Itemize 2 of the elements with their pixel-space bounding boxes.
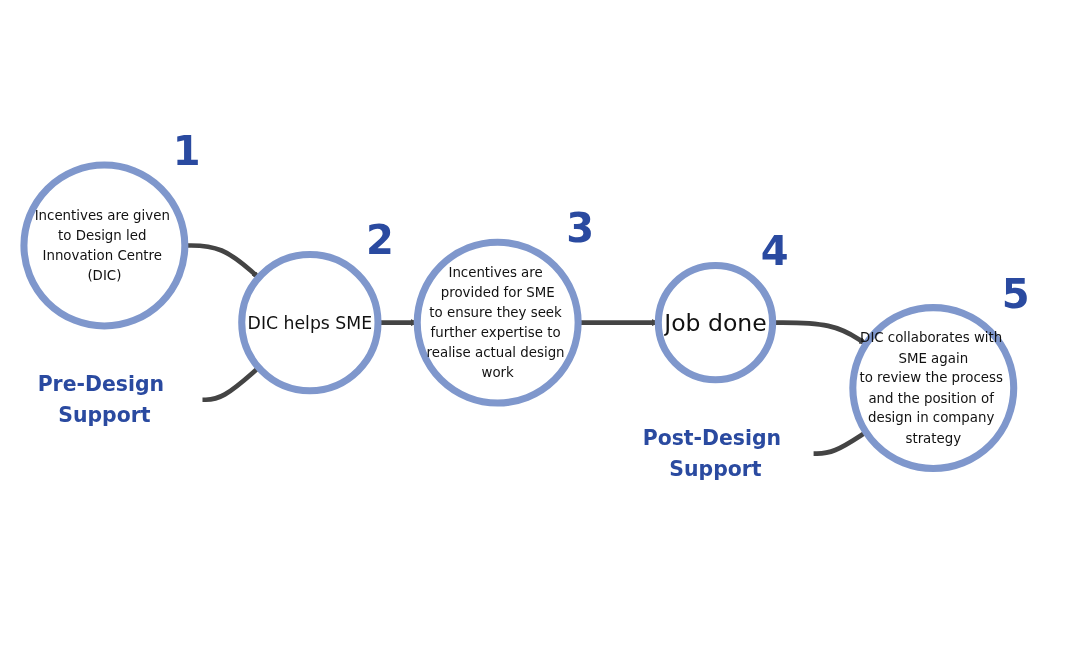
node-text: Pre-Design Support (37, 372, 165, 427)
node-text: Post-Design Support (642, 426, 782, 481)
